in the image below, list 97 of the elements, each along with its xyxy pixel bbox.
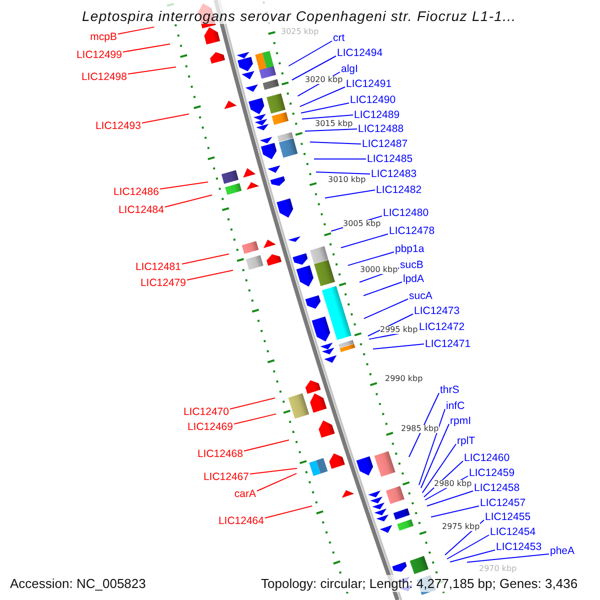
gene-label: crt [333, 32, 345, 44]
leader-line [408, 392, 440, 458]
gene-label: LIC12459 [469, 467, 515, 479]
gene-label: lpdA [403, 273, 424, 285]
leader-line [304, 128, 358, 132]
gene-label: LIC12485 [367, 153, 413, 165]
scale-label: 3000 kbp [360, 266, 398, 274]
gene-label: rplT [457, 435, 476, 447]
gene-label: LIC12486 [113, 186, 159, 198]
leader-line [118, 26, 155, 34]
gene-label: LIC12488 [358, 123, 404, 135]
leader-line [264, 506, 312, 518]
gene-label: LIC12473 [414, 305, 460, 317]
gene-label: LIC12471 [425, 338, 471, 350]
gene-label: carA [234, 488, 256, 500]
leader-line [420, 424, 450, 488]
leader-line [418, 408, 446, 486]
scale-label: 3015 kbp [315, 120, 353, 128]
scale-label: 2990 kbp [385, 375, 423, 383]
gene-label: algI [341, 63, 358, 75]
leader-line [250, 468, 298, 474]
gene-label: LIC12491 [346, 78, 392, 90]
gene-label: LIC12454 [490, 526, 536, 538]
gene-label: LIC12470 [183, 406, 229, 418]
leader-line [142, 114, 190, 124]
leader-line [299, 86, 346, 108]
leader-line [128, 66, 176, 74]
gene-label: sucB [400, 259, 424, 271]
leader-line [450, 550, 496, 562]
scale-label: 2985 kbp [401, 425, 439, 433]
leader-line [302, 114, 354, 120]
leader-line [446, 534, 490, 560]
gene-label: LIC12494 [337, 47, 383, 59]
leader-line [363, 298, 408, 320]
gene-label: sucA [409, 290, 432, 302]
leader-line [347, 252, 394, 266]
gene-label: LIC12490 [350, 94, 396, 106]
gene-label: LIC12481 [135, 261, 181, 273]
leader-line [186, 270, 234, 280]
leader-line [244, 440, 290, 452]
scale-label: 2975 kbp [442, 523, 480, 531]
scale-label: 2995 kbp [380, 326, 418, 334]
leader-line [368, 314, 414, 336]
gene-label: mcpB [90, 31, 117, 43]
gene-label: LIC12478 [389, 225, 435, 237]
scale-label: 3005 kbp [343, 220, 381, 228]
leader-line [363, 282, 402, 296]
scale-label: 3010 kbp [328, 176, 366, 184]
leader-line [292, 56, 336, 80]
leader-line [160, 182, 208, 190]
leader-line [466, 554, 550, 563]
scale-label: 3025 kbp [281, 28, 319, 36]
gene-label: LIC12483 [371, 168, 417, 180]
gene-label: LIC12489 [354, 109, 400, 121]
gene-label: pbp1a [395, 243, 424, 255]
gene-label: LIC12464 [218, 515, 264, 527]
leader-line [234, 413, 277, 424]
gene-label: LIC12499 [76, 49, 122, 61]
leader-line [122, 44, 170, 52]
leader-line [316, 171, 370, 174]
gene-label: LIC12487 [362, 138, 408, 150]
gene-label: rpmI [450, 415, 471, 427]
gene-label: LIC12469 [187, 421, 233, 433]
leader-line [288, 40, 332, 66]
leader-line [324, 190, 376, 198]
gene-label: LIC12467 [203, 471, 249, 483]
gene-label: LIC12480 [383, 207, 429, 219]
gene-label: infC [446, 400, 465, 412]
leader-line [430, 506, 480, 518]
leader-line [182, 254, 230, 264]
gene-label: LIC12482 [376, 184, 422, 196]
leader-line [256, 472, 298, 492]
scale-label: 2980 kbp [434, 480, 472, 488]
gene-label: LIC12498 [81, 71, 127, 83]
leader-line [310, 142, 362, 144]
leader-line [230, 398, 276, 410]
scale-label: 2970 kbp [479, 565, 517, 573]
leader-line [314, 158, 366, 160]
gene-label: pheA [550, 545, 575, 557]
gene-label: LIC12484 [118, 204, 164, 216]
leader-line [340, 234, 388, 248]
gene-label: LIC12457 [480, 497, 526, 509]
leader-line [426, 490, 474, 506]
leader-line [422, 444, 456, 494]
gene-label: LIC12460 [464, 452, 510, 464]
leader-line [164, 194, 212, 208]
gene-label: LIC12479 [140, 277, 186, 289]
gene-label: LIC12468 [197, 448, 243, 460]
leader-line [300, 102, 350, 114]
gene-label: LIC12455 [485, 511, 531, 523]
gene-label: thrS [440, 384, 460, 396]
scale-label: 3020 kbp [305, 76, 343, 84]
gene-label: LIC12472 [419, 321, 465, 333]
gene-label: LIC12453 [496, 541, 542, 553]
leader-line [372, 344, 424, 350]
gene-label: LIC12458 [474, 482, 520, 494]
gene-label: LIC12493 [95, 120, 141, 132]
